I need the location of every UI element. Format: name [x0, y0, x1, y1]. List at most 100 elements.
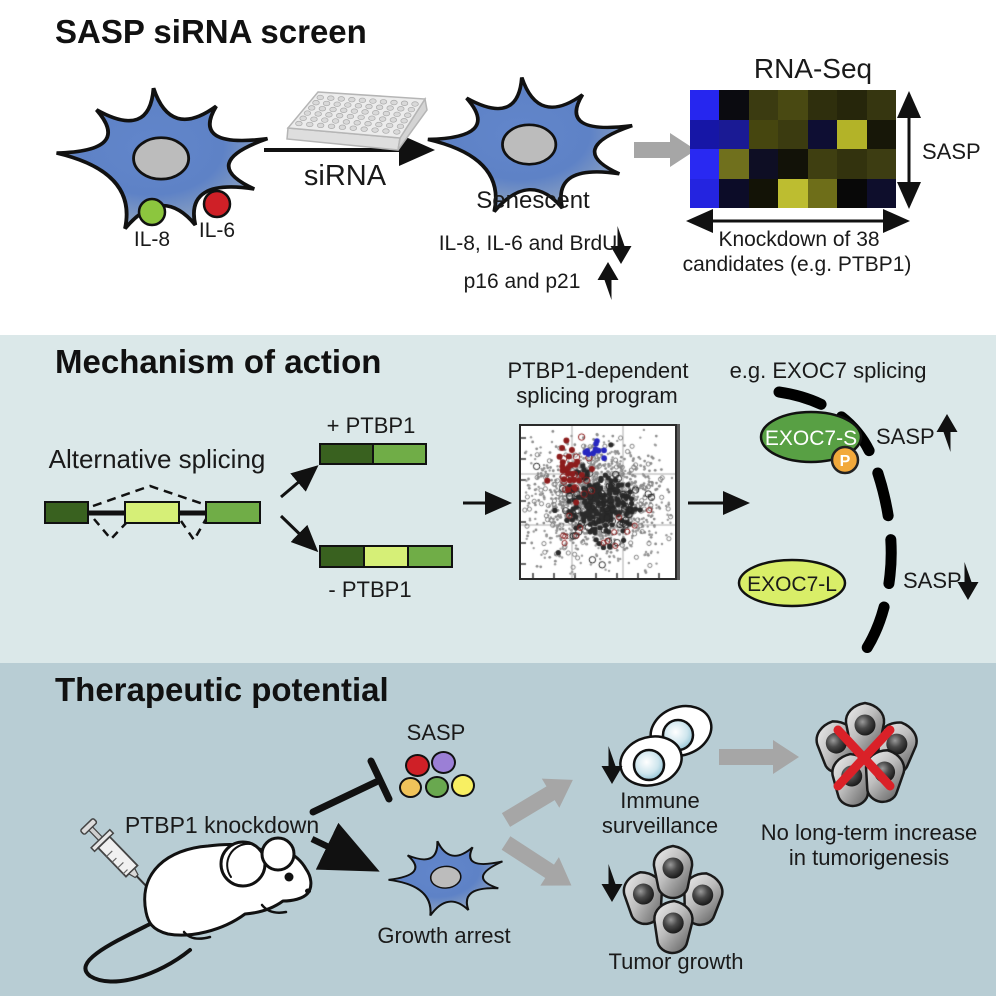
splicing-scatter-plot — [519, 424, 677, 580]
knockdown-line2: candidates (e.g. PTBP1) — [682, 253, 912, 276]
mouse-illustration — [83, 836, 313, 984]
senescent-label: Senescent — [476, 187, 590, 214]
mechanism-title: Mechanism of action — [55, 343, 382, 380]
il8-dot — [137, 197, 167, 227]
to-rnaseq-gray-arrow — [634, 133, 696, 167]
immune-line2: surveillance — [601, 813, 719, 838]
cell-membrane-arc — [773, 386, 897, 664]
immune-cells — [619, 704, 713, 787]
heatmap-cell — [690, 119, 720, 149]
sasp-dot-purple — [431, 751, 456, 774]
phospho-badge: P — [830, 445, 860, 475]
tumor-cluster-no-increase — [812, 701, 922, 809]
scatter-caption-2: splicing program — [516, 383, 678, 408]
no-increase-line1: No long-term increase — [760, 820, 978, 845]
heatmap-cell — [837, 178, 867, 208]
heatmap-cell — [778, 90, 808, 120]
knockdown-line1: Knockdown of 38 — [718, 228, 880, 251]
heatmap-cell — [690, 149, 720, 179]
heatmap-cell — [748, 178, 779, 208]
scatter-caption-1: PTBP1-dependent — [507, 358, 689, 383]
syringe-icon — [80, 818, 152, 892]
p16-p21-up-arrow — [597, 262, 619, 300]
therapeutic-title: Therapeutic potential — [55, 671, 389, 708]
sasp-dot-yellow — [451, 774, 475, 797]
heatmap-cell — [719, 178, 749, 208]
exoc7-caption: e.g. EXOC7 splicing — [729, 358, 927, 383]
growth-arrest-cell — [383, 834, 509, 921]
heatmap-cell — [690, 178, 720, 208]
red-x-icon — [833, 725, 895, 791]
splice-dash-bottom-right — [179, 518, 208, 543]
heatmap-cell — [837, 90, 867, 120]
sasp-dot-orange — [399, 777, 422, 798]
tumor-cluster-growth — [620, 844, 727, 956]
splice-arrow-down — [279, 514, 319, 553]
heatmap-cell — [866, 90, 896, 120]
heatmap-cell — [719, 90, 749, 120]
tumor-down-arrow — [601, 864, 623, 902]
growth-arrest-label: Growth arrest — [377, 923, 511, 948]
sasp-dot-red — [405, 754, 430, 777]
rnaseq-heatmap — [690, 90, 896, 208]
sasp-dot-green — [425, 776, 449, 798]
heatmap-cell — [748, 90, 779, 120]
mouse-tail — [83, 922, 192, 984]
heatmap-cell — [719, 149, 749, 179]
alt-splicing-label: Alternative splicing — [48, 444, 266, 474]
heatmap-cell — [778, 178, 808, 208]
heatmap-cell — [807, 149, 838, 179]
heatmap-cell — [807, 119, 838, 149]
heatmap-cell — [807, 90, 838, 120]
well-plate-icon — [286, 91, 428, 151]
exon-alt — [124, 501, 180, 524]
heatmap-cell — [866, 178, 896, 208]
growth-arrest-arrow — [310, 822, 380, 872]
heatmap-cell — [690, 90, 720, 120]
il8-label: IL-8 — [133, 228, 171, 251]
exon-3 — [205, 501, 261, 524]
pre-mrna-diagram — [44, 484, 261, 543]
sirna-label: siRNA — [303, 160, 387, 192]
sasp-label: SASP — [406, 720, 466, 745]
no-increase-line2: in tumorigenesis — [788, 845, 950, 870]
mouse-eye — [284, 872, 294, 882]
markers-line2: p16 and p21 — [463, 270, 581, 293]
heatmap-cell — [866, 149, 896, 179]
mouse-ear-right — [260, 836, 296, 872]
mouse-hind-paw — [182, 930, 212, 940]
heatmap-cell — [778, 149, 808, 179]
heatmap-cell — [837, 149, 867, 179]
il6-dot — [202, 189, 232, 219]
minus-ptbp1-label: - PTBP1 — [328, 577, 412, 602]
heatmap-cell — [778, 119, 808, 149]
tumor-growth-label: Tumor growth — [608, 949, 744, 974]
markers-line1: IL-8, IL-6 and BrdU — [438, 232, 618, 255]
heatmap-cell — [748, 119, 779, 149]
splice-arrow-up — [280, 465, 319, 499]
splice-dash-top — [92, 484, 210, 508]
splice-dash-bottom-left — [93, 518, 129, 541]
exoc7l-label: EXOC7-L — [747, 573, 837, 596]
heatmap-cell — [719, 119, 749, 149]
panel-therapeutic — [0, 663, 996, 996]
il6-label: IL-6 — [198, 219, 236, 242]
gray-arrow-no-increase — [719, 740, 799, 774]
ptbp1-knockdown-label: PTBP1 knockdown — [124, 812, 320, 838]
sasp-axis-label: SASP — [922, 139, 981, 164]
gray-arrow-to-tumor — [501, 836, 572, 886]
mouse-nose — [305, 888, 311, 894]
sasp-down-label: SASP — [903, 568, 962, 593]
exon-1 — [44, 501, 89, 524]
mouse-front-paw — [260, 903, 288, 914]
immune-line1: Immune — [620, 788, 700, 813]
screen-title: SASP siRNA screen — [55, 13, 367, 50]
exoc7s-label: EXOC7-S — [765, 427, 857, 450]
exoc7l-ellipse: EXOC7-L — [737, 558, 847, 608]
heatmap-cell — [748, 149, 779, 179]
product-plus-ptbp1-bar — [319, 443, 427, 465]
heatmap-cell — [807, 178, 838, 208]
plus-ptbp1-label: + PTBP1 — [326, 413, 416, 438]
